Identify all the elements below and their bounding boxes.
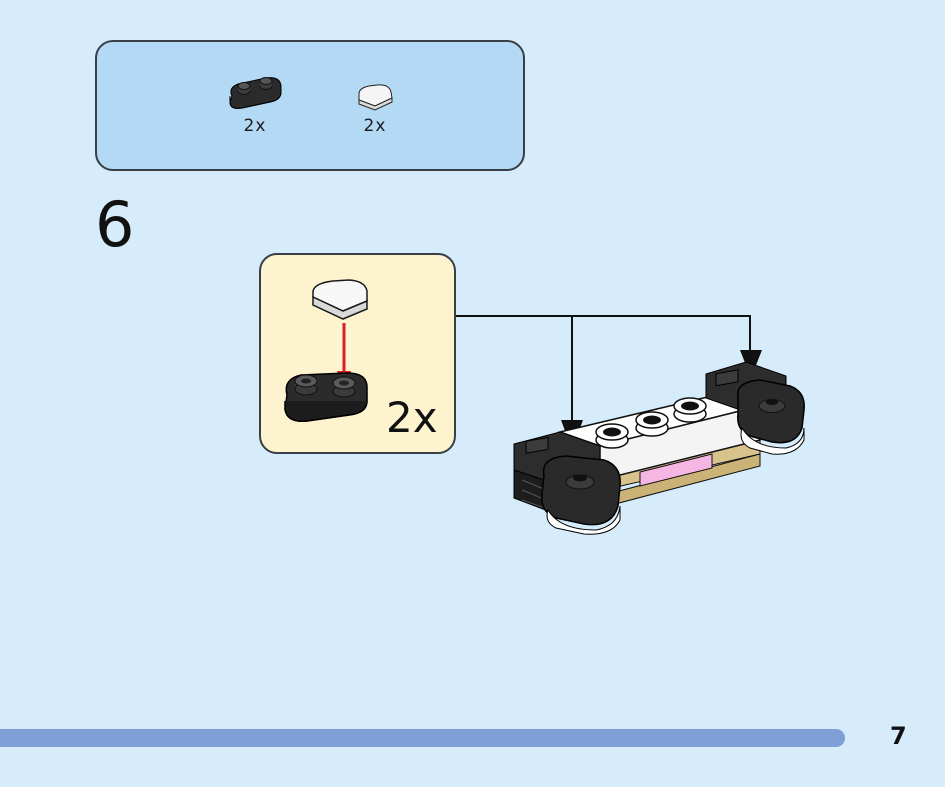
arrow-head-right-icon [740, 350, 762, 378]
sub-assembly-illustration [284, 279, 368, 422]
callout-box: 2x [259, 253, 456, 454]
white-tile-round-corner-icon [358, 84, 393, 111]
part-quantity: 2x [363, 116, 387, 136]
white-tile-icon [312, 279, 368, 320]
footer-progress-bar [0, 729, 845, 747]
step-number: 6 [95, 188, 135, 261]
black-plate-1x2-rounded-icon [229, 77, 282, 109]
callout-quantity: 2x [386, 393, 438, 442]
part-quantity: 2x [243, 116, 267, 136]
parts-list-item-black-plate: 2x [225, 74, 285, 136]
page-number: 7 [890, 722, 907, 750]
black-plate-icon [284, 372, 368, 422]
connector-lines [456, 315, 751, 430]
parts-list-item-white-tile: 2x [355, 82, 395, 136]
arrow-head-left-icon [561, 420, 583, 450]
assembled-model-illustration [513, 361, 805, 535]
parts-list-box: 2x 2x [95, 40, 525, 171]
